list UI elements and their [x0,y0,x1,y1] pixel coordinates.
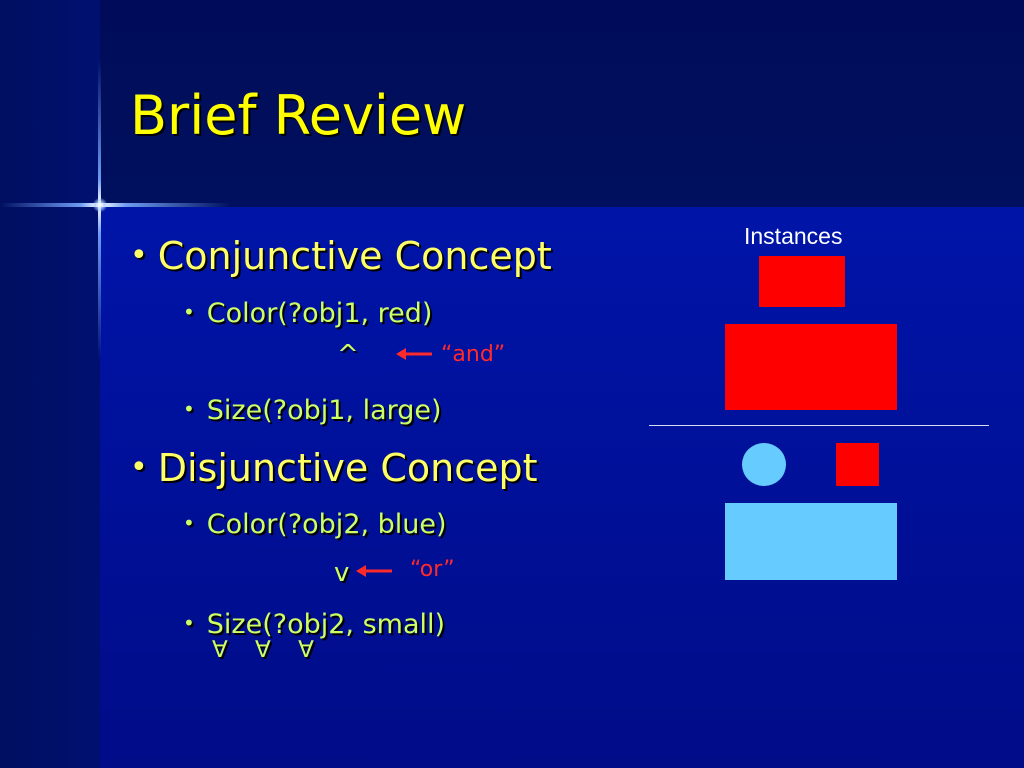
left-arrow-icon [356,565,392,577]
bullet-dot-icon: • [130,450,148,485]
small-red-rectangle [759,256,845,307]
sub-bullet-text: Size(?obj2, small) [206,609,446,640]
instances-divider [649,425,989,426]
instances-label: Instances [744,223,843,249]
small-red-square [836,443,879,486]
bullet-dot-icon: • [183,300,195,324]
and-operator-symbol: ^ [337,340,359,370]
bullet-disjunctive-concept: • Disjunctive Concept [130,446,538,490]
left-arrow-icon [396,348,432,360]
and-note: “and” [441,342,506,367]
bullet-dot-icon: • [183,397,195,421]
bullet-text: Conjunctive Concept [157,234,552,278]
sub-bullet-text: Color(?obj1, red) [206,298,433,329]
light-flare-horizontal [0,203,230,207]
or-note: “or” [410,557,455,582]
bullet-dot-icon: • [183,611,195,635]
light-flare-core [92,198,108,212]
bullet-dot-icon: • [130,238,148,273]
content-background [100,207,1024,768]
large-blue-rectangle [725,503,897,580]
sub-bullet-text: Size(?obj1, large) [206,395,442,426]
bullet-dot-icon: • [183,511,195,535]
sub-bullet-color-obj2: • Color(?obj2, blue) [183,507,447,541]
sub-bullet-color-obj1: • Color(?obj1, red) [183,296,432,330]
left-band-background [0,0,100,768]
sub-bullet-size-obj2: • Size(?obj2, small) [183,607,445,641]
bullet-text: Disjunctive Concept [157,446,538,490]
forall-symbols: ∀ ∀ ∀ [212,637,324,663]
sub-bullet-size-obj1: • Size(?obj1, large) [183,393,442,427]
bullet-conjunctive-concept: • Conjunctive Concept [130,234,552,278]
title-band-background [0,0,1024,207]
large-red-rectangle [725,324,897,410]
slide-title: Brief Review [130,84,467,147]
circle-shape-icon [742,443,786,486]
sub-bullet-text: Color(?obj2, blue) [206,509,447,540]
or-operator-symbol: v [334,558,350,588]
